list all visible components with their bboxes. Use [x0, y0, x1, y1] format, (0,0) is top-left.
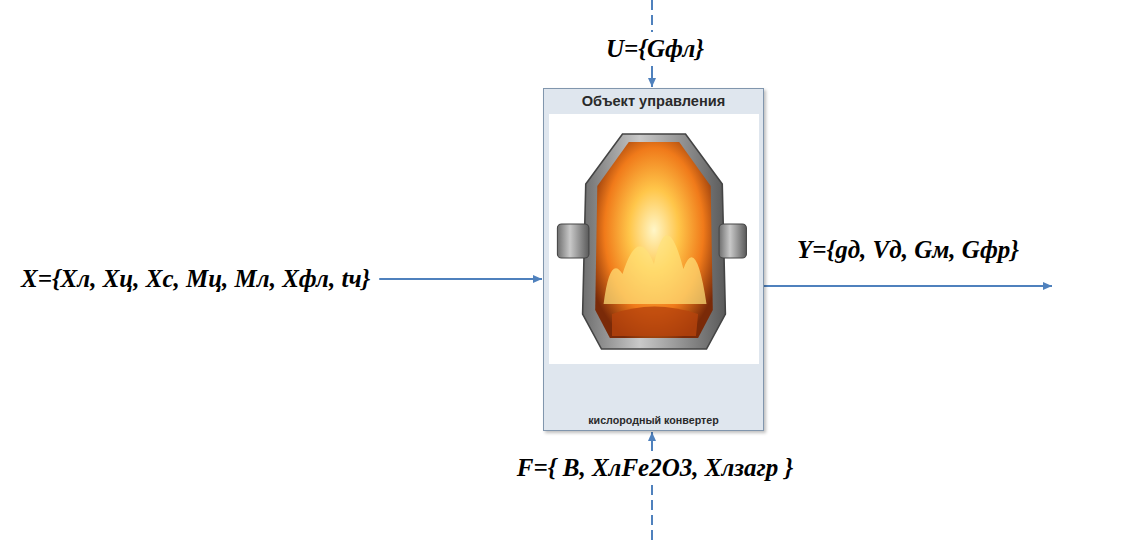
input-arrow: [651, 66, 653, 87]
axis-line: [651, 485, 653, 542]
output-arrow: [764, 285, 1052, 287]
box-caption: кислородный конвертер: [544, 414, 763, 426]
box-title: Объект управления: [544, 93, 763, 109]
control-vector: U={Gфл}: [603, 35, 707, 63]
input-arrow: [379, 278, 542, 280]
control-object-box: Объект управления кислородный конвертер: [543, 88, 764, 431]
input-vector: X={Xл, Xц, Xс, Mц, Mл, Xфл, tч}: [18, 265, 373, 293]
disturbance-vector: F={ B, XлFe2O3, Xлзагр }: [514, 454, 796, 482]
disturbance-arrow: [651, 432, 653, 451]
axis-line: [651, 0, 653, 32]
converter-illustration: [549, 114, 759, 364]
output-vector: Y={gд, Vд, Gм, Gфр}: [794, 236, 1022, 264]
